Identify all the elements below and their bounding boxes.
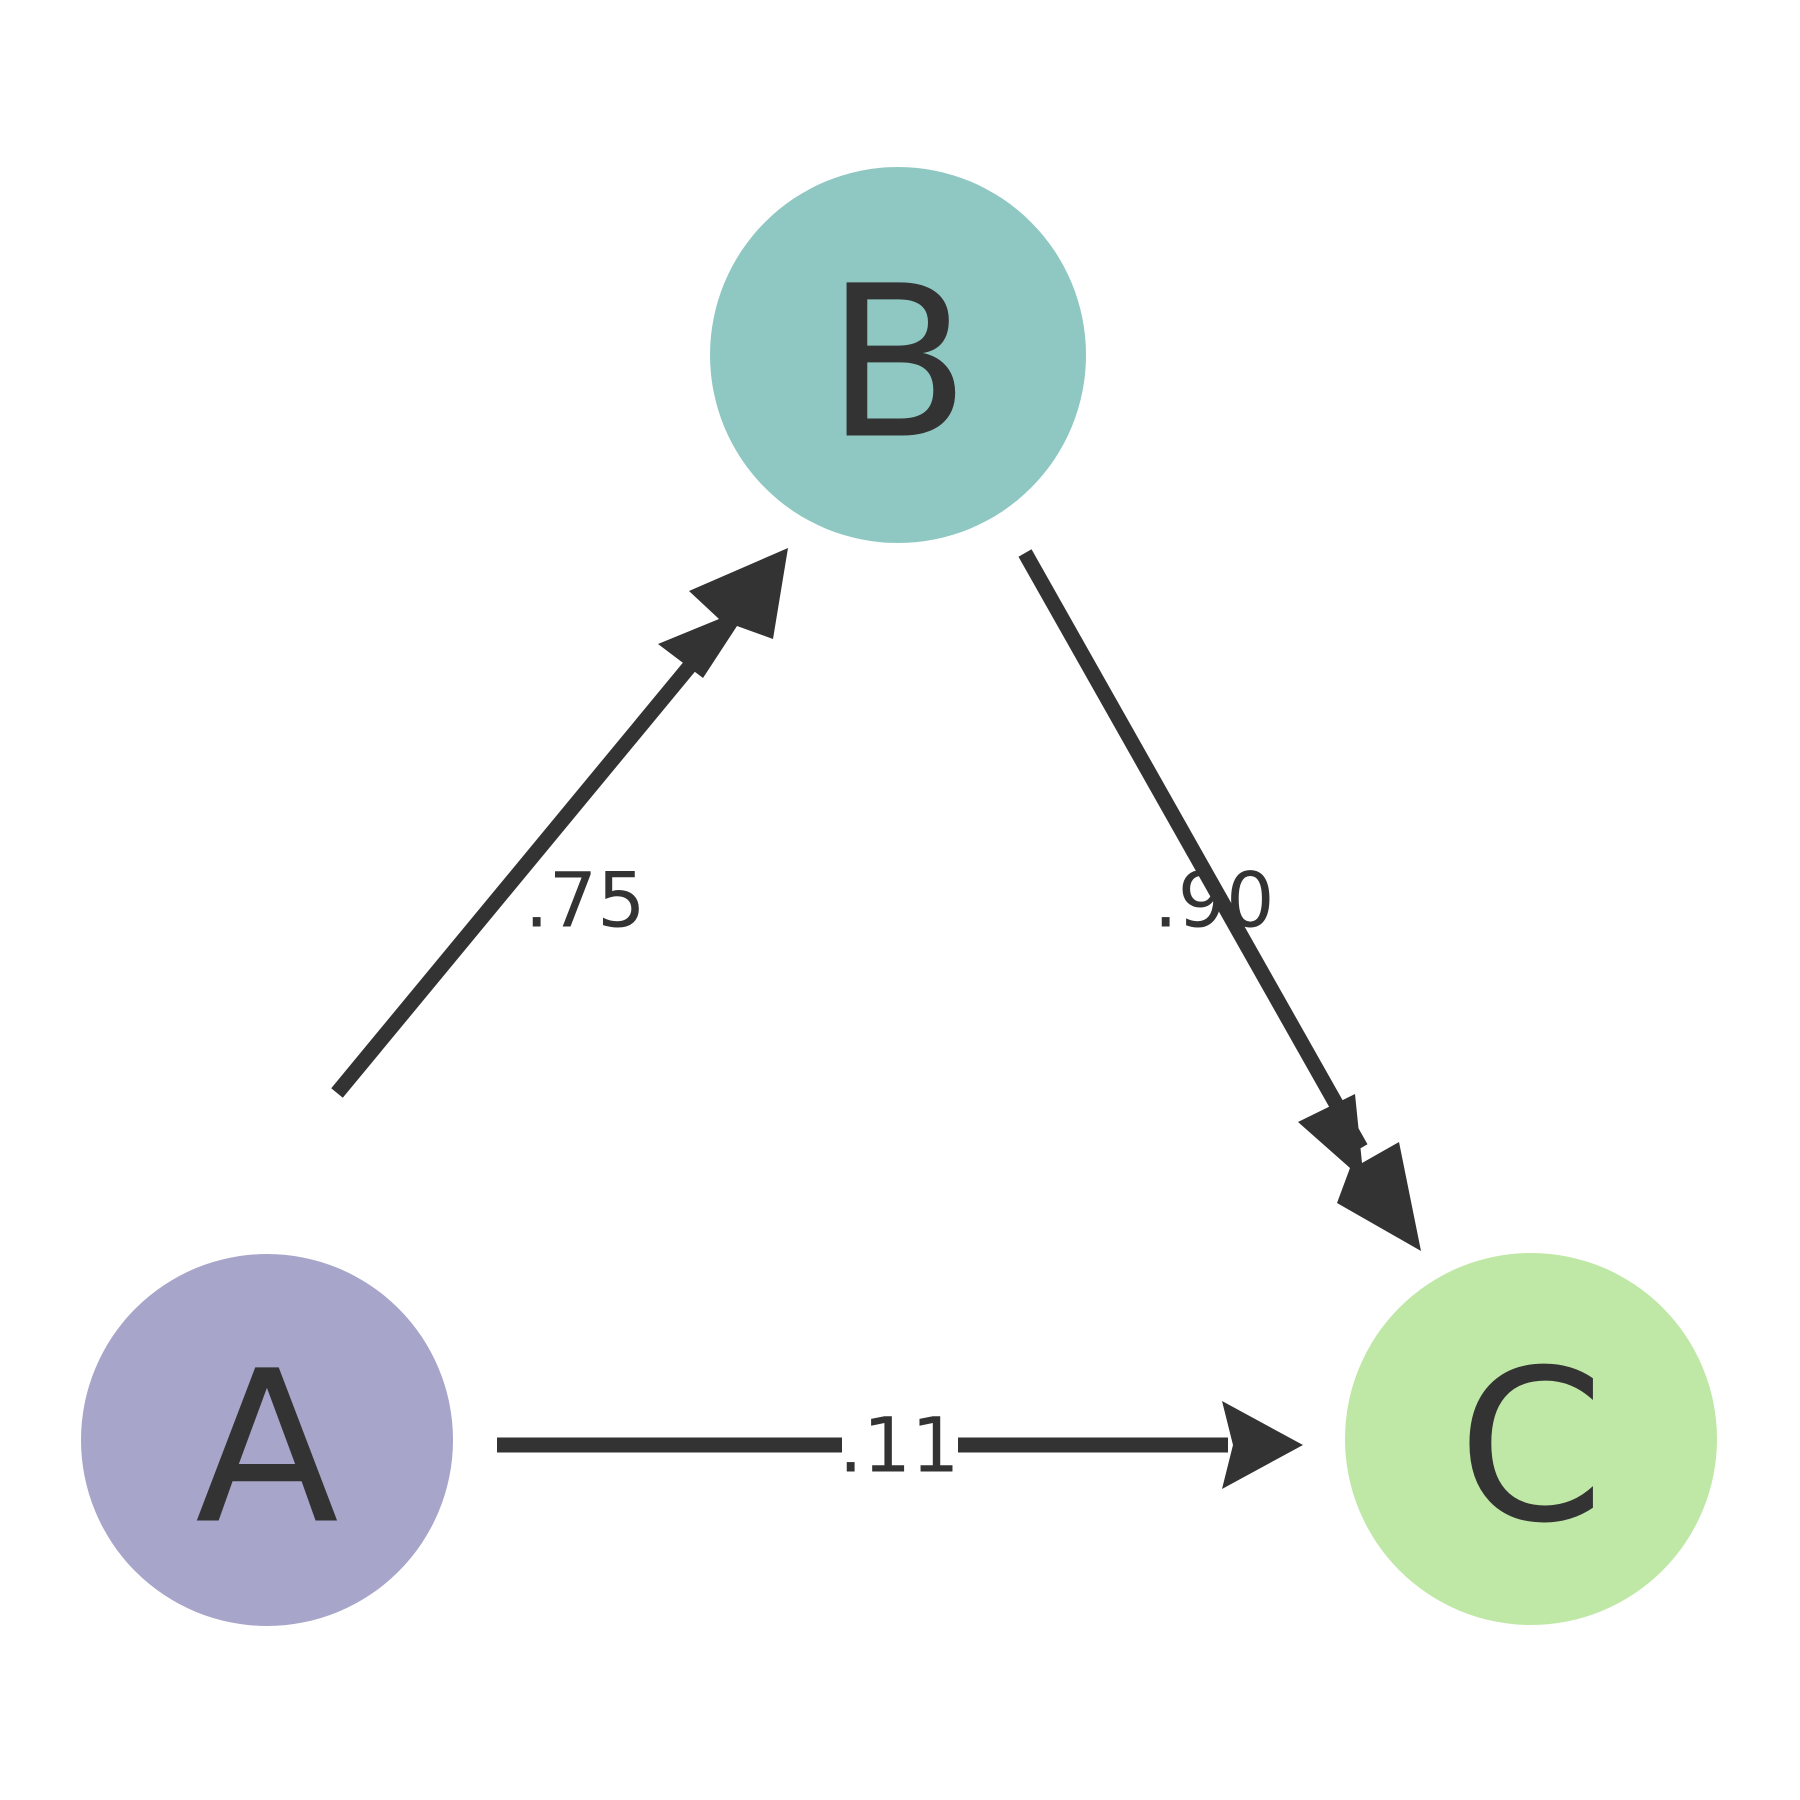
node-b-circle <box>710 167 1086 543</box>
edge-a-to-b-arrowhead <box>658 548 788 678</box>
node-c[interactable]: C <box>1345 1253 1717 1625</box>
node-a[interactable]: A <box>81 1254 453 1626</box>
edge-b-to-c-line <box>1018 549 1368 1152</box>
edge-b-to-c[interactable]: .90 <box>1018 549 1421 1251</box>
node-b-label: B <box>826 241 970 486</box>
edge-label-a-to-c-backdrop <box>842 1400 958 1492</box>
node-b[interactable]: B <box>710 167 1086 543</box>
edge-a-to-b-line <box>331 627 724 1098</box>
edge-label-a-to-b: .75 <box>525 856 646 945</box>
edge-b-to-c-arrowhead <box>1298 1094 1421 1251</box>
edge-a-to-c-arrowhead <box>1222 1401 1303 1489</box>
node-a-circle <box>81 1254 453 1626</box>
edge-label-a-to-c: .11 <box>839 1401 960 1490</box>
node-c-label: C <box>1458 1325 1605 1570</box>
edge-a-to-b[interactable]: .75 <box>331 548 788 1098</box>
node-c-circle <box>1345 1253 1717 1625</box>
edge-a-to-c[interactable]: .11 <box>497 1400 1303 1492</box>
edge-label-b-to-c: .90 <box>1154 856 1275 945</box>
node-a-label: A <box>195 1326 339 1571</box>
